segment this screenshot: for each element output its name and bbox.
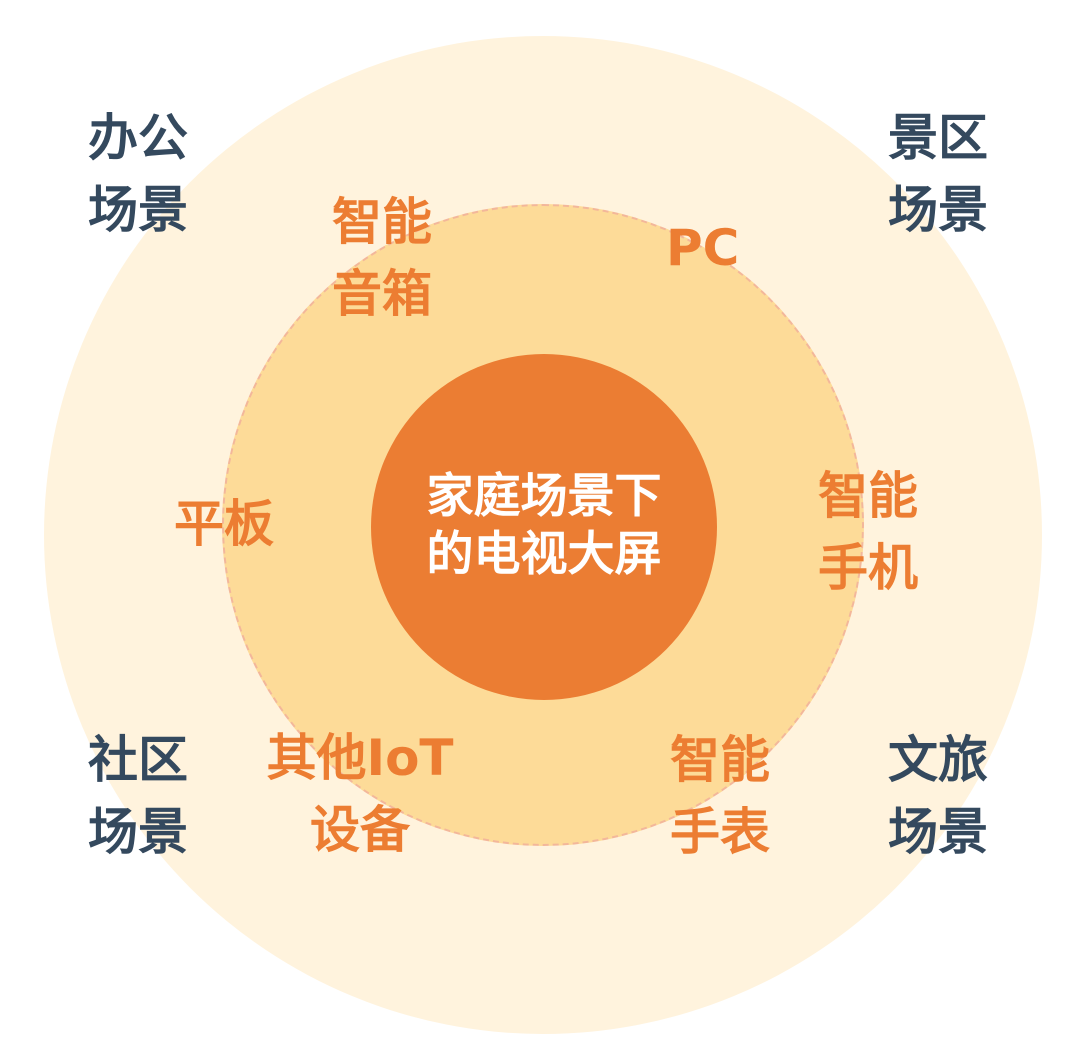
scene-scenic-line1: 景区 <box>888 109 988 167</box>
device-tablet-label: 平板 <box>174 495 274 553</box>
device-smartwatch: 智能 手表 <box>670 724 770 868</box>
scene-community-line1: 社区 <box>88 731 188 789</box>
core-label-line1: 家庭场景下 <box>426 469 662 524</box>
scene-tourism-line2: 场景 <box>888 803 988 861</box>
device-smartwatch-line1: 智能 <box>670 731 770 789</box>
device-other-iot: 其他IoT 设备 <box>262 722 458 866</box>
scene-office: 办公 场景 <box>88 102 188 246</box>
core-circle <box>371 354 717 700</box>
core-label: 家庭场景下 的电视大屏 <box>371 468 717 584</box>
device-smart-speaker: 智能 音箱 <box>332 186 432 330</box>
scene-tourism: 文旅 场景 <box>888 724 988 868</box>
scene-office-line2: 场景 <box>88 181 188 239</box>
scene-community: 社区 场景 <box>88 724 188 868</box>
scene-tourism-line1: 文旅 <box>888 731 988 789</box>
device-smartphone-line1: 智能 <box>818 467 918 525</box>
device-smartphone-line2: 手机 <box>818 539 918 597</box>
device-smart-speaker-line2: 音箱 <box>332 265 432 323</box>
device-smartphone: 智能 手机 <box>818 460 918 604</box>
device-other-iot-line1: 其他IoT <box>266 729 454 787</box>
scene-scenic: 景区 场景 <box>888 102 988 246</box>
device-pc-label: PC <box>666 219 740 277</box>
device-tablet: 平板 <box>174 488 274 560</box>
device-pc: PC <box>666 212 739 284</box>
device-other-iot-line2: 设备 <box>310 801 410 859</box>
core-label-line2: 的电视大屏 <box>426 527 662 582</box>
scene-office-line1: 办公 <box>88 109 188 167</box>
device-smartwatch-line2: 手表 <box>670 803 770 861</box>
device-smart-speaker-line1: 智能 <box>332 193 432 251</box>
scene-scenic-line2: 场景 <box>888 181 988 239</box>
scene-community-line2: 场景 <box>88 803 188 861</box>
